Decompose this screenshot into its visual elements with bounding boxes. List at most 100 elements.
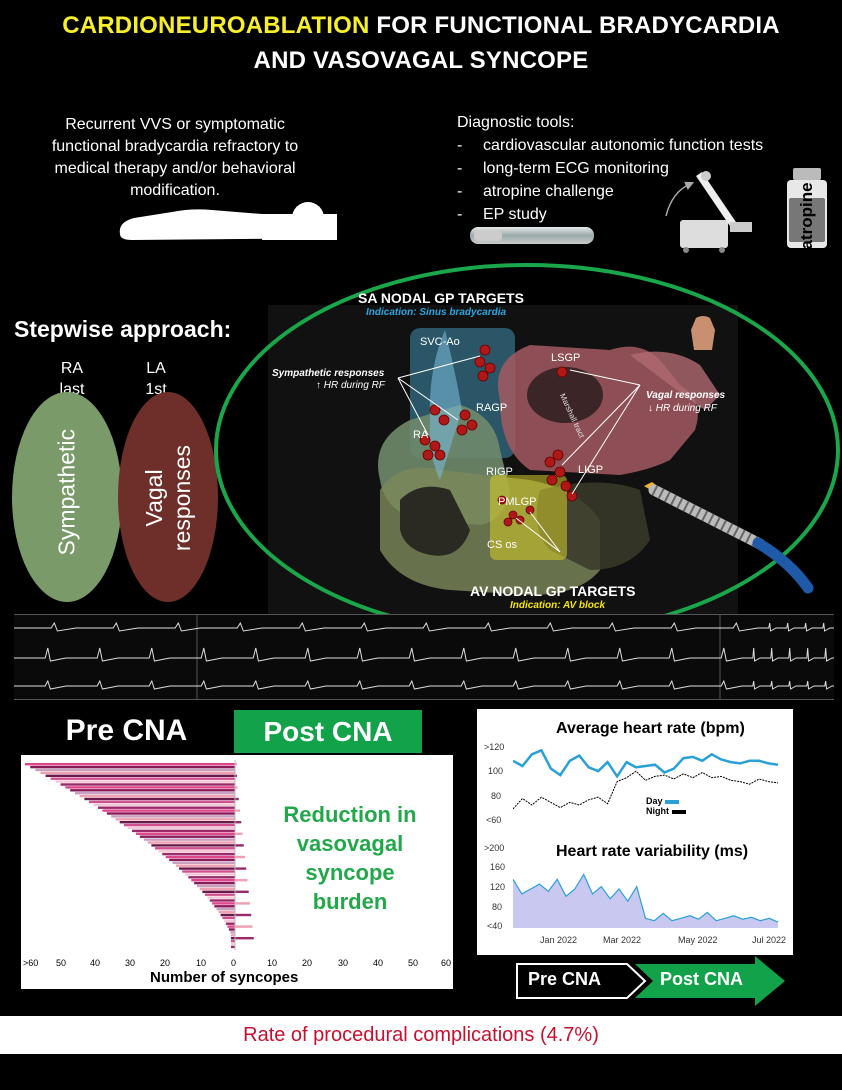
syncope-bar-pre <box>225 922 235 925</box>
syncope-bar-pre <box>231 934 235 937</box>
tick-label: 10 <box>267 958 278 968</box>
syncope-bar-pre <box>216 908 235 911</box>
syncope-bar-post <box>235 797 239 801</box>
syncope-bar-pre <box>123 823 235 827</box>
syncope-bar-post <box>235 844 244 847</box>
syncope-bar-pre <box>127 826 235 830</box>
title-highlight: CARDIONEUROABLATION <box>62 12 370 39</box>
post-cna-tab: Post CNA <box>234 710 422 753</box>
syncope-bar-pre <box>151 844 235 847</box>
syncope-bar-pre <box>194 881 235 885</box>
syncope-bar-pre <box>55 780 236 783</box>
diagnostic-item: atropine challenge <box>457 180 763 203</box>
syncope-bar-pre <box>207 896 235 899</box>
syncope-bar-pre <box>224 919 235 922</box>
lsgp-label: LSGP <box>551 352 581 364</box>
ra-label: RA <box>60 360 84 377</box>
syncope-bar-pre <box>231 942 235 946</box>
syncope-bar-pre <box>30 765 235 769</box>
legend-day: Day <box>646 796 686 806</box>
indication-text: Recurrent VVS or symptomatic functional … <box>51 116 299 199</box>
hrv-area <box>513 874 778 928</box>
syncope-bar-pre <box>199 887 235 891</box>
syncope-bar-pre <box>220 913 235 917</box>
syncope-bar-pre <box>231 945 235 949</box>
legend-day-swatch <box>665 799 680 804</box>
tilt-table-icon <box>665 171 752 253</box>
sympathetic-oval <box>12 392 122 602</box>
vial-label: atropine <box>797 182 816 250</box>
title-line2: AND VASOVAGAL SYNCOPE <box>253 47 589 74</box>
syncope-bar-post <box>235 809 240 812</box>
syncope-bar-pre <box>50 777 235 780</box>
hr-series-night <box>513 770 779 810</box>
syncope-bar-pre <box>40 771 236 775</box>
syncope-bar-post <box>235 855 245 859</box>
diagnostic-list: cardiovascular autonomic function tests … <box>457 134 763 226</box>
diagnostic-item: long-term ECG monitoring <box>457 157 763 180</box>
ligp-label: LIGP <box>578 464 604 476</box>
syncope-bar-pre <box>169 858 235 862</box>
syncope-bar-pre <box>88 800 235 804</box>
syncope-bar-post <box>235 774 237 777</box>
syncope-bar-pre <box>65 786 235 789</box>
syncope-bar-pre <box>136 832 235 835</box>
svc-label: SVC-Ao <box>420 336 460 348</box>
syncope-bar-post <box>235 867 247 870</box>
lying-person-icon <box>119 202 337 240</box>
hrv-xtick: May 2022 <box>678 935 718 945</box>
arrow-pre-label: Pre CNA <box>528 969 602 989</box>
syncope-bar-pre <box>231 939 235 943</box>
syncope-bar-pre <box>227 925 235 928</box>
ablation-catheter-icon <box>644 482 814 594</box>
vagal-oval <box>118 392 218 602</box>
syncope-x-label: Number of syncopes <box>150 969 299 986</box>
pre-cna-tab: Pre CNA <box>21 708 232 754</box>
syncope-bar-pre <box>35 768 235 772</box>
vagal-label-1: Vagal <box>141 469 167 527</box>
hr-ytick: 100 <box>488 766 504 776</box>
ragp-label: RAGP <box>476 402 508 414</box>
syncope-bar-post <box>235 786 238 789</box>
syncope-bar-pre <box>119 821 235 824</box>
tick-label: 50 <box>408 958 419 968</box>
syncope-bar-pre <box>172 861 235 864</box>
sa-indication: Indication: Sinus bradycardia <box>366 307 507 318</box>
legend-night: Night <box>646 806 686 816</box>
av-indication: Indication: AV block <box>510 600 606 611</box>
syncope-bar-pre <box>139 835 235 838</box>
vagal-responses-sub: ↓ HR during RF <box>648 403 717 414</box>
vagal-responses-label: Vagal responses <box>646 390 726 401</box>
hrv-plot <box>513 873 779 928</box>
syncope-bar-post <box>235 937 254 940</box>
syncope-bar-pre <box>179 867 235 870</box>
syncope-bar-post <box>235 890 249 893</box>
syncope-bar-post <box>235 821 242 824</box>
syncope-bar-pre <box>230 931 235 934</box>
hr-ytick: <60 <box>486 815 502 825</box>
tick-label: 30 <box>125 958 136 968</box>
hrv-xtick: Jul 2022 <box>752 935 787 945</box>
syncope-bar-pre <box>185 873 235 876</box>
hrv-title: Heart rate variability (ms) <box>556 843 749 860</box>
rigp-label: RIGP <box>486 466 513 478</box>
title-rest: FOR FUNCTIONAL BRADYCARDIA <box>369 12 780 39</box>
hr-series-day <box>513 748 779 779</box>
tick-label: 40 <box>90 958 101 968</box>
hrv-line <box>513 873 779 923</box>
stepwise-heading: Stepwise approach: <box>14 316 232 342</box>
syncope-bar-post <box>235 925 253 928</box>
ecg-trace <box>14 647 834 662</box>
syncope-bar-pre <box>231 937 235 940</box>
complications-rate: Rate of procedural complications (4.7%) <box>0 1016 842 1054</box>
syncope-bar-pre <box>204 893 235 896</box>
legend-night-label: Night <box>646 806 669 816</box>
tick-label: 50 <box>56 958 67 968</box>
legend-night-swatch <box>671 809 686 814</box>
diagnostic-item: EP study <box>457 203 763 226</box>
sa-targets-title: SA NODAL GP TARGETS <box>358 290 524 306</box>
syncope-bar-pre <box>191 879 235 882</box>
atropine-vial-icon: atropine <box>785 168 829 250</box>
syncope-bar-pre <box>214 905 235 908</box>
syncope-bar-pre <box>209 899 235 902</box>
